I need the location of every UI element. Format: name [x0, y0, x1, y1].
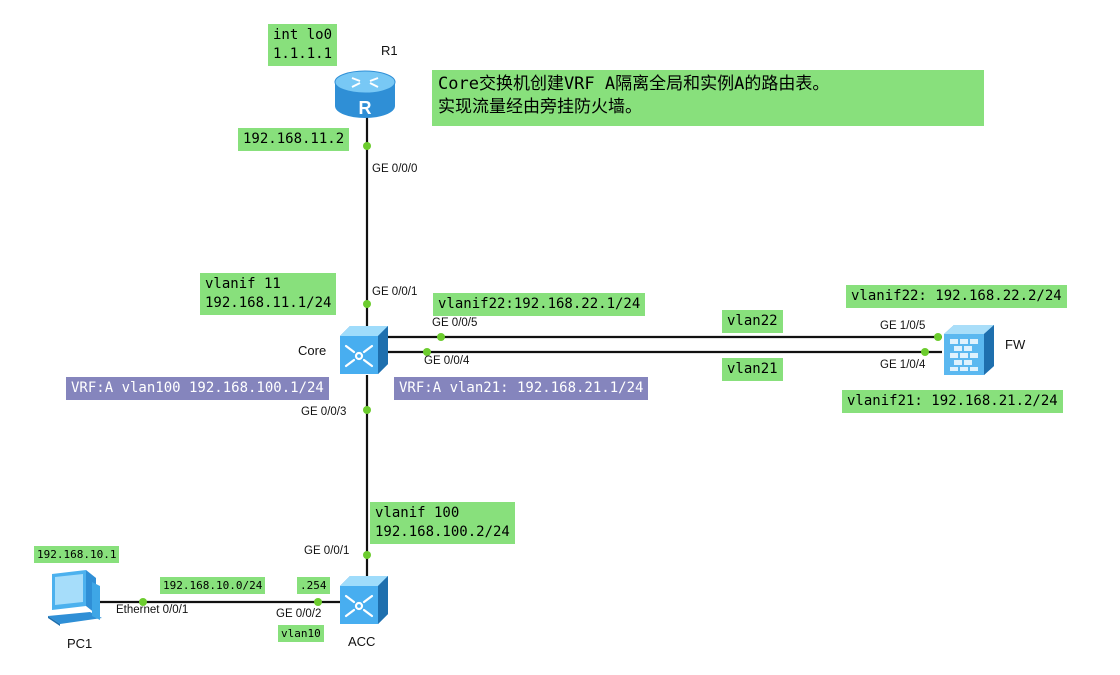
r1-ge000-label: GE 0/0/0: [372, 163, 418, 175]
port-dot-acc-ge002: [314, 598, 322, 606]
pc1-ip-note: 192.168.10.1: [34, 546, 120, 563]
pc1-label: PC1: [67, 636, 93, 651]
port-dot-core-ge003: [363, 406, 371, 414]
description-note: Core交换机创建VRF A隔离全局和实例A的路由表。 实现流量经由旁挂防火墙。: [432, 70, 984, 126]
r1-loopback-note: int lo0 1.1.1.1: [268, 24, 338, 66]
core-ge004-label: GE 0/0/4: [424, 355, 470, 367]
access-switch-icon[interactable]: [336, 572, 392, 628]
router-icon[interactable]: R: [332, 68, 398, 122]
acc-vlanif100-note: vlanif 100 192.168.100.2/24: [370, 502, 515, 544]
core-switch-icon[interactable]: [336, 322, 392, 378]
port-dot-r1-ge000: [363, 142, 371, 150]
r1-label: R1: [381, 43, 398, 58]
vlan21-note: vlan21: [722, 358, 783, 381]
core-vrf-vlan21-note: VRF:A vlan21: 192.168.21.1/24: [394, 377, 649, 400]
core-ge003-label: GE 0/0/3: [301, 406, 347, 418]
firewall-icon[interactable]: [940, 322, 998, 378]
port-dot-core-ge005: [437, 333, 445, 341]
fw-ge105-label: GE 1/0/5: [880, 320, 926, 332]
core-vrf-vlan100-note: VRF:A vlan100 192.168.100.1/24: [66, 377, 329, 400]
fw-vlanif21-note: vlanif21: 192.168.21.2/24: [842, 390, 1063, 413]
fw-ge104-label: GE 1/0/4: [880, 359, 926, 371]
pc1-eth001-label: Ethernet 0/0/1: [116, 604, 189, 616]
r1-ip-note: 192.168.11.2: [238, 128, 350, 151]
port-dot-core-ge001: [363, 300, 371, 308]
port-dot-pc1-eth001: [139, 598, 147, 606]
port-dot-core-ge004: [423, 348, 431, 356]
port-dot-fw-ge105: [934, 333, 942, 341]
acc-ge001-label: GE 0/0/1: [304, 545, 350, 557]
acc-ge002-label: GE 0/0/2: [276, 608, 322, 620]
gateway-note: .254: [297, 577, 330, 594]
fw-label: FW: [1005, 337, 1026, 352]
core-label: Core: [298, 343, 327, 358]
core-vlanif11-note: vlanif 11 192.168.11.1/24: [200, 273, 337, 315]
core-ge005-label: GE 0/0/5: [432, 317, 478, 329]
core-ge001-label: GE 0/0/1: [372, 286, 418, 298]
vlan10-note: vlan10: [278, 625, 324, 642]
svg-text:R: R: [359, 98, 372, 118]
fw-vlanif22-note: vlanif22: 192.168.22.2/24: [846, 285, 1067, 308]
vlan22-note: vlan22: [722, 310, 783, 333]
core-vlanif22-note: vlanif22:192.168.22.1/24: [433, 293, 646, 316]
port-dot-fw-ge104: [921, 348, 929, 356]
pc-icon[interactable]: [44, 568, 106, 632]
port-dot-acc-ge001: [363, 551, 371, 559]
pc-subnet-note: 192.168.10.0/24: [160, 577, 266, 594]
acc-label: ACC: [348, 634, 376, 649]
